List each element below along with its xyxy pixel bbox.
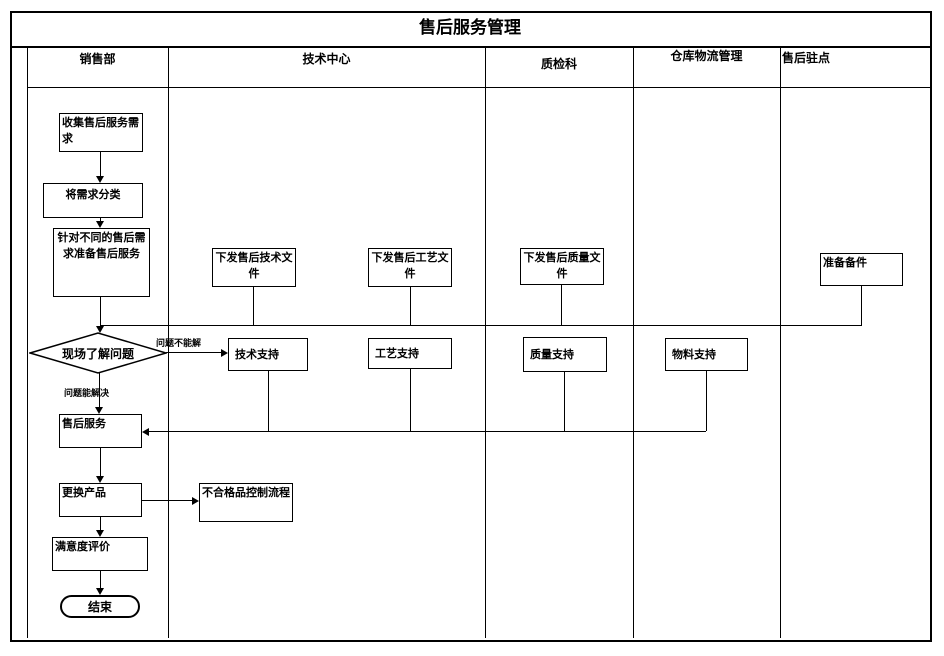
- arrowhead-into-classify: [96, 176, 104, 183]
- lane-line-1: [168, 47, 169, 638]
- narrow-column-line: [27, 47, 28, 638]
- outer-border: [10, 11, 932, 642]
- node-prepare-service: 针对不同的售后需求准备售后服务: [53, 228, 150, 297]
- connector-service-replace: [100, 448, 101, 476]
- lane-header-quality: 质检科: [540, 57, 577, 71]
- connector-decision-service: [99, 373, 100, 407]
- arrowhead-into-satisfaction: [96, 530, 104, 537]
- node-issue-quality-doc: 下发售后质量文件: [520, 248, 604, 285]
- collector-line: [149, 431, 706, 432]
- node-collect-needs: 收集售后服务需求: [59, 113, 143, 152]
- node-decision-onsite: 现场了解问题: [61, 346, 134, 361]
- connector-collect-classify: [100, 152, 101, 177]
- node-issue-tech-doc: 下发售后技术文件: [212, 248, 296, 287]
- junction-line: [100, 325, 862, 326]
- lane-line-3: [633, 47, 634, 638]
- page-title: 售后服务管理: [419, 18, 521, 37]
- node-satisfaction-eval: 满意度评价: [52, 537, 148, 571]
- connector-techdoc-junction: [253, 287, 254, 325]
- node-tech-support: 技术支持: [228, 338, 308, 371]
- lane-header-warehouse: 仓库物流管理: [670, 49, 743, 63]
- connector-qualitydoc-junction: [561, 285, 562, 325]
- lane-header-divider-line: [27, 87, 930, 88]
- arrowhead-into-nonconform: [192, 497, 199, 505]
- arrowhead-into-service-right: [142, 428, 149, 436]
- connector-qualitysupport-collector: [564, 372, 565, 431]
- node-nonconforming-process: 不合格品控制流程: [199, 483, 293, 522]
- arrowhead-into-end: [96, 588, 104, 595]
- connector-replace-nonconform: [142, 500, 192, 501]
- lane-line-2: [485, 47, 486, 638]
- lane-header-station: 售后驻点: [782, 51, 831, 65]
- connector-decision-techsupport: [166, 352, 221, 353]
- lane-header-sales: 销售部: [79, 52, 116, 66]
- node-quality-support: 质量支持: [523, 337, 607, 372]
- connector-spare-junction: [861, 286, 862, 325]
- arrowhead-into-replace: [96, 476, 104, 483]
- node-replace-product: 更换产品: [59, 483, 142, 517]
- connector-satisfaction-end: [100, 571, 101, 588]
- connector-prepare-decision: [100, 297, 101, 327]
- arrowhead-into-techsupport: [221, 349, 228, 357]
- edge-label-cannot-solve: 问题不能解: [156, 338, 202, 348]
- node-issue-craft-doc: 下发售后工艺文件: [368, 248, 452, 287]
- decision-diamond-shape: [29, 332, 167, 374]
- arrowhead-into-service: [95, 407, 103, 414]
- node-after-sales-service: 售后服务: [59, 414, 142, 448]
- arrowhead-into-decision: [96, 326, 104, 333]
- node-end-terminator: 结束: [60, 595, 140, 618]
- connector-techsupport-collector: [268, 371, 269, 431]
- node-classify-needs: 将需求分类: [43, 183, 143, 218]
- edge-label-can-solve: 问题能解决: [64, 388, 110, 398]
- lane-header-tech-center: 技术中心: [302, 52, 351, 66]
- connector-classify-prepare: [100, 218, 101, 222]
- connector-replace-satisfaction: [100, 517, 101, 530]
- connector-craftsupport-collector: [410, 369, 411, 431]
- node-prepare-spares: 准备备件: [820, 253, 903, 286]
- connector-craftdoc-junction: [410, 287, 411, 325]
- lane-line-4: [780, 47, 781, 638]
- node-craft-support: 工艺支持: [368, 338, 452, 369]
- arrowhead-into-prepare: [96, 221, 104, 228]
- connector-materialsupport-collector: [706, 371, 707, 431]
- node-material-support: 物料支持: [665, 338, 748, 371]
- title-divider-line: [10, 46, 930, 48]
